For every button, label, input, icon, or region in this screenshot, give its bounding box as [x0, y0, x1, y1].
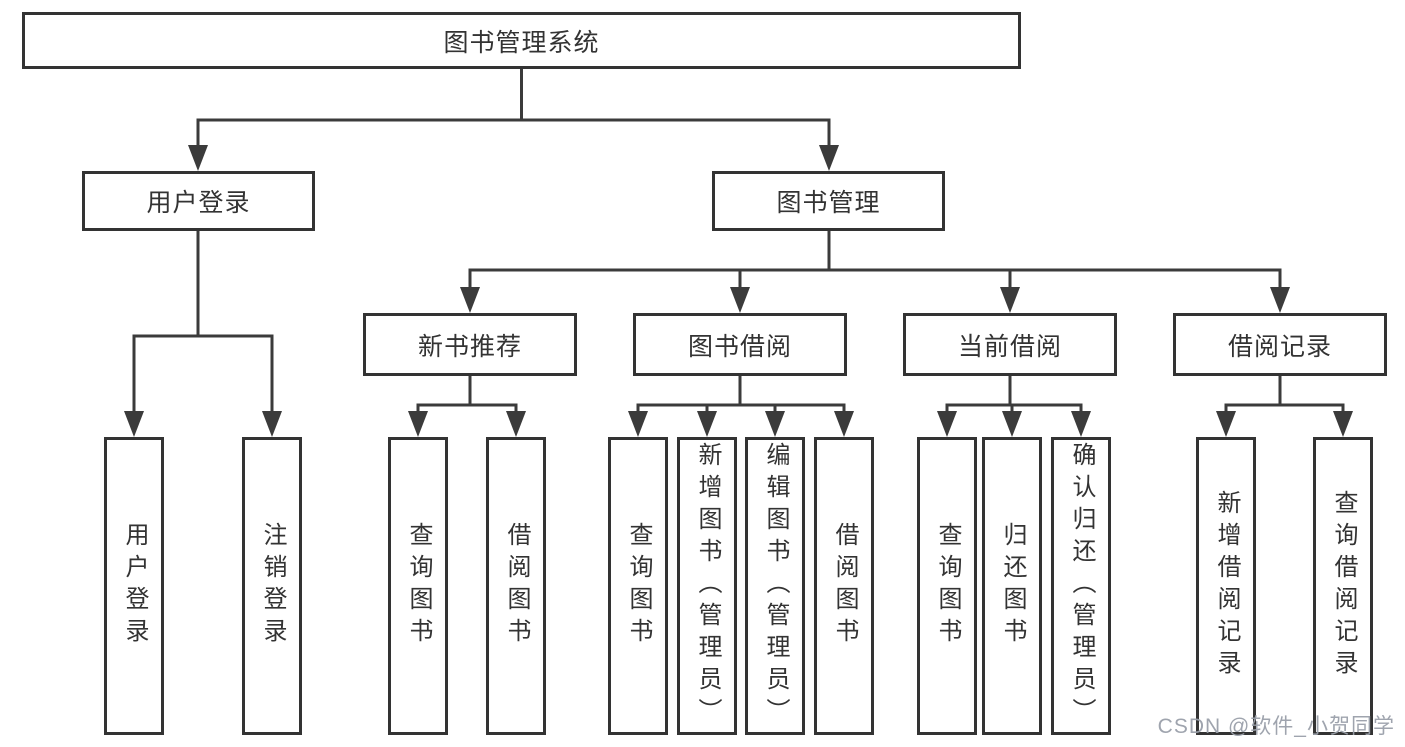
arrowheads-book-borrow-children [628, 411, 854, 437]
node-root-system: 图书管理系统 [22, 12, 1021, 69]
leaf-current-query-books: 查询图书 [917, 437, 977, 735]
node-current-borrow: 当前借阅 [903, 313, 1117, 376]
leaf-newbook-query-books: 查询图书 [388, 437, 448, 735]
leaf-newbook-borrow-books: 借阅图书 [486, 437, 546, 735]
leaf-user-login: 用户登录 [104, 437, 164, 735]
leaf-records-query-record: 查询借阅记录 [1313, 437, 1373, 735]
node-user-login: 用户登录 [82, 171, 315, 231]
node-book-borrow: 图书借阅 [633, 313, 847, 376]
node-new-book-recommend: 新书推荐 [363, 313, 577, 376]
leaf-borrow-edit-books-admin: 编辑图书（管理员） [745, 437, 805, 735]
arrowheads-current-borrow-children [937, 411, 1091, 437]
leaf-borrow-query-books: 查询图书 [608, 437, 668, 735]
connector-root-to-level2 [196, 69, 831, 152]
connector-book-mgmt-to-level3 [468, 231, 1282, 294]
connector-new-book-children [416, 376, 518, 418]
leaf-borrow-borrow-books: 借阅图书 [814, 437, 874, 735]
leaf-records-add-record: 新增借阅记录 [1196, 437, 1256, 735]
leaf-borrow-add-books-admin: 新增图书（管理员） [677, 437, 737, 735]
connector-user-login-children [132, 231, 274, 418]
arrowheads-level3 [460, 287, 1290, 313]
connector-book-borrow-children [636, 376, 846, 418]
leaf-current-return-books: 归还图书 [982, 437, 1042, 735]
arrowheads-borrow-records-children [1216, 411, 1353, 437]
leaf-logout: 注销登录 [242, 437, 302, 735]
arrowheads-user-login-children [124, 411, 282, 437]
csdn-watermark: CSDN @软件_小贺同学 [1157, 715, 1395, 738]
connector-borrow-records-children [1224, 376, 1345, 418]
arrowheads-level2 [188, 145, 839, 171]
arrowheads-new-book-children [408, 411, 526, 437]
node-borrow-records: 借阅记录 [1173, 313, 1387, 376]
node-book-management: 图书管理 [712, 171, 945, 231]
leaf-current-confirm-return-admin: 确认归还（管理员） [1051, 437, 1111, 735]
